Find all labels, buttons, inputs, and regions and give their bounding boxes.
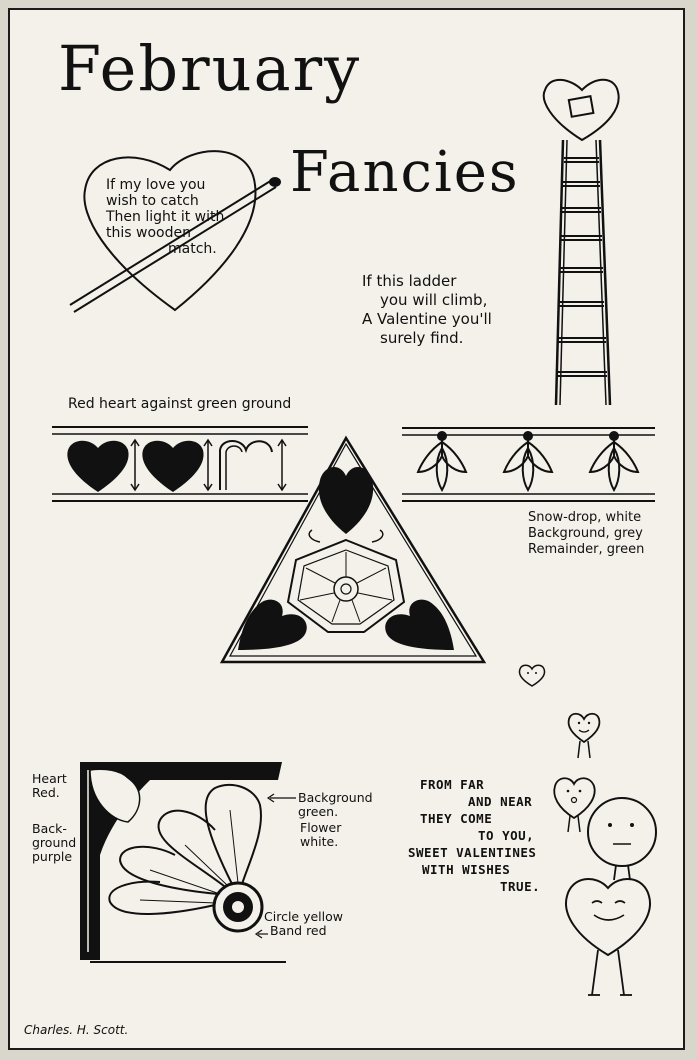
magazine-page: February Fancies If my love you wish to … (8, 8, 685, 1050)
triangle-hearts-design (219, 435, 487, 664)
valentine-heart-figures (518, 664, 657, 996)
flower-white-label-line: white. (300, 834, 339, 849)
title-february: February (58, 32, 362, 105)
heart-red-label-line: Heart (32, 771, 67, 786)
flower-white-label-line: Flower (300, 820, 342, 835)
background-green-label: Background green. (298, 791, 373, 819)
heart-red-label-line: Red. (32, 785, 60, 800)
ladder-verse: If this ladder you will climb, A Valenti… (362, 272, 552, 348)
background-purple-label: Back- ground purple (32, 822, 76, 864)
match-heart-drawing (69, 150, 281, 313)
verse-line: WITH WISHES (422, 862, 511, 877)
match-heart-verse: If my love you wish to catch Then light … (106, 177, 246, 257)
match-verse-line: match. (168, 241, 217, 258)
verse-line: THEY COME (420, 811, 493, 826)
match-verse-line: Then light it with (106, 209, 225, 226)
red-heart-border-caption: Red heart against green ground (68, 396, 292, 412)
background-green-label-line: green. (298, 804, 339, 819)
ladder-verse-line: If this ladder (362, 272, 457, 290)
artist-signature: Charles. H. Scott. (24, 1023, 129, 1037)
snowdrop-border-drawing (402, 427, 655, 502)
background-purple-label-line: Back- (32, 821, 67, 836)
snowdrop-caption: Snow-drop, white Background, grey Remain… (528, 510, 644, 558)
match-verse-line: If my love you (106, 177, 206, 193)
verse-line: TRUE. (500, 879, 541, 894)
verse-line: FROM FAR (420, 777, 485, 792)
snowdrop-caption-line: Background, grey (528, 526, 643, 541)
flower-white-label: Flower white. (300, 821, 341, 849)
ladder-drawing (542, 78, 620, 406)
band-red-label: Band red (270, 923, 327, 938)
valentines-verse: FROM FAR AND NEAR THEY COME TO YOU, SWEE… (408, 776, 540, 895)
circle-yellow-label: Circle yellow (264, 909, 343, 924)
match-verse-line: wish to catch (106, 193, 199, 210)
ladder-verse-line: you will climb, (380, 291, 488, 309)
ladder-verse-line: surely find. (380, 329, 464, 347)
snowdrop-caption-line: Remainder, green (528, 542, 645, 557)
match-verse-line: this wooden (106, 225, 191, 242)
verse-line: SWEET VALENTINES (408, 845, 537, 860)
red-heart-border-drawing (52, 426, 308, 502)
verse-line: TO YOU, (478, 828, 535, 843)
background-purple-label-line: purple (32, 849, 73, 864)
ladder-verse-line: A Valentine you'll (362, 310, 492, 328)
heart-red-label: Heart Red. (32, 772, 67, 800)
title-fancies: Fancies (290, 140, 520, 205)
background-green-label-line: Background (298, 790, 373, 805)
verse-line: AND NEAR (468, 794, 533, 809)
corner-design-drawing (80, 762, 296, 963)
snowdrop-caption-line: Snow-drop, white (528, 510, 642, 525)
background-purple-label-line: ground (32, 835, 77, 850)
